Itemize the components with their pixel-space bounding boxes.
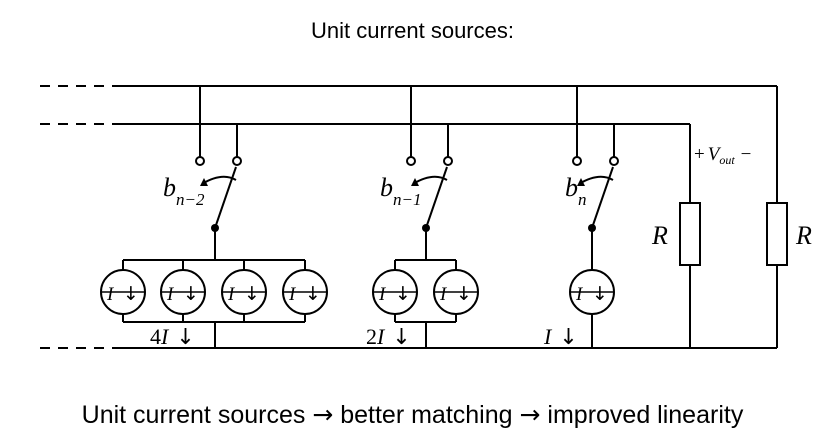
current-source-4I-1: I ↓	[100, 260, 146, 322]
svg-text:↓: ↓	[456, 283, 472, 305]
svg-text:↓: ↓	[183, 283, 199, 305]
resistor-branch-vout	[679, 124, 701, 348]
caption-part-2: better matching	[340, 401, 513, 429]
svg-text:I: I	[227, 284, 236, 305]
current-label-2I: 2I↓	[366, 324, 411, 350]
vout-label: +Vout−	[694, 144, 751, 167]
right-arrow-icon: →	[519, 400, 541, 429]
svg-text:I: I	[106, 284, 115, 305]
current-source-I-1: I ↓	[569, 269, 615, 315]
svg-text:I: I	[439, 284, 448, 305]
switch-arrowhead	[200, 178, 208, 186]
resistor-right-label: R	[795, 221, 812, 250]
svg-text:↓: ↓	[305, 283, 321, 305]
right-arrow-icon: →	[312, 400, 334, 429]
wiring-4I	[123, 228, 305, 348]
current-source-2I-2: I ↓	[433, 260, 479, 322]
svg-text:↓: ↓	[123, 283, 139, 305]
svg-text:I: I	[575, 284, 584, 305]
svg-text:↓: ↓	[592, 283, 608, 305]
wiring-2I	[395, 228, 456, 348]
current-label-4I: 4I↓	[150, 324, 195, 350]
diagram-caption: Unit current sources → better matching →…	[0, 400, 825, 430]
resistor-branch-right	[766, 86, 788, 348]
resistor-left-label: R	[651, 221, 668, 250]
current-source-2I-1: I ↓	[372, 260, 418, 322]
switch-label-n-2: bn−2	[163, 173, 205, 209]
resistor-right	[766, 202, 788, 266]
current-source-4I-4: I ↓	[282, 260, 328, 322]
switch-arrowhead	[577, 178, 585, 186]
current-label-I: I↓	[543, 324, 578, 350]
switch-arrowhead	[411, 178, 419, 186]
caption-part-3: improved linearity	[547, 401, 744, 429]
switch-label-n: bn	[565, 173, 587, 209]
resistor-left	[679, 202, 701, 266]
svg-text:↓: ↓	[244, 283, 260, 305]
svg-text:I: I	[378, 284, 387, 305]
svg-text:I: I	[166, 284, 175, 305]
bus-lines	[40, 85, 777, 349]
switch-n-1	[406, 86, 453, 229]
diagram-title: Unit current sources:	[311, 18, 514, 43]
switch-n-2	[195, 86, 242, 229]
svg-text:I: I	[288, 284, 297, 305]
switch-label-n-1: bn−1	[380, 173, 421, 209]
svg-text:↓: ↓	[395, 283, 411, 305]
current-source-4I-2: I ↓	[160, 260, 206, 322]
caption-part-1: Unit current sources	[81, 401, 306, 429]
current-source-4I-3: I ↓	[221, 260, 267, 322]
